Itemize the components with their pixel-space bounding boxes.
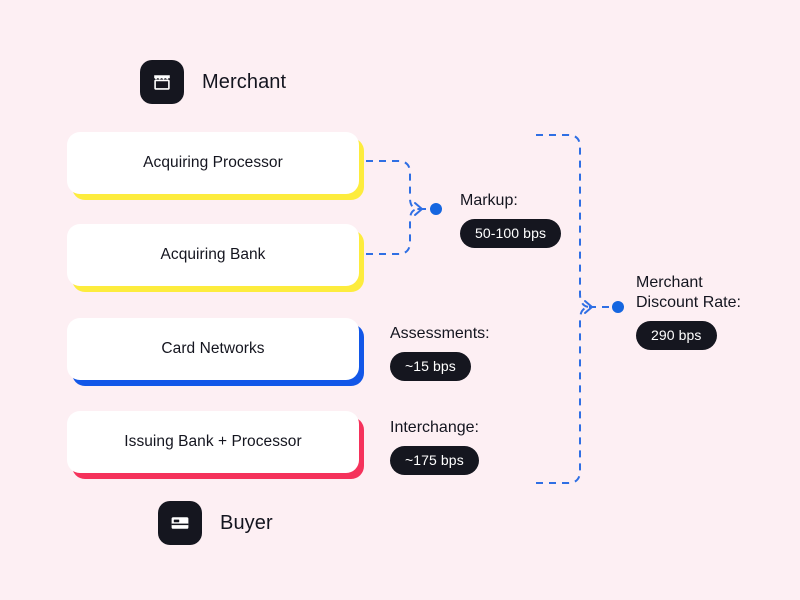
junction-arrow-markup (414, 202, 423, 216)
card-face: Acquiring Bank (67, 224, 359, 286)
card-face: Acquiring Processor (67, 132, 359, 194)
card-title: Acquiring Bank (160, 246, 266, 263)
actor-merchant-label: Merchant (202, 70, 287, 93)
fee-assessments-badge: ~15 bps (390, 352, 471, 381)
storefront-icon (140, 60, 184, 104)
actor-merchant: Merchant (140, 60, 286, 104)
fee-interchange-label: Interchange: (390, 419, 479, 436)
fee-interchange-badge: ~175 bps (390, 446, 479, 475)
card-title: Acquiring Processor (143, 154, 283, 171)
actor-buyer: Buyer (158, 501, 273, 545)
connector-outer-bottom (536, 306, 590, 484)
fee-assessments-label: Assessments: (390, 325, 490, 342)
card-acquiring-bank[interactable]: Acquiring Bank (67, 224, 364, 292)
fee-merchant-discount-rate: Merchant Discount Rate: 290 bps (636, 273, 741, 350)
card-title: Card Networks (161, 340, 265, 357)
connector-acquiring-bank (366, 208, 420, 255)
card-card-networks[interactable]: Card Networks (67, 318, 364, 386)
fee-markup-badge: 50-100 bps (460, 219, 562, 248)
card-face: Card Networks (67, 318, 359, 380)
card-issuing-bank-processor[interactable]: Issuing Bank + Processor (67, 411, 364, 479)
card-acquiring-processor[interactable]: Acquiring Processor (67, 132, 364, 200)
node-dot-mdr (612, 301, 624, 313)
fee-assessments: Assessments: ~15 bps (390, 324, 490, 381)
node-dot-markup (430, 203, 442, 215)
fee-interchange: Interchange: ~175 bps (390, 418, 479, 475)
junction-arrow-mdr (584, 300, 593, 314)
card-title: Issuing Bank + Processor (124, 433, 302, 450)
fee-merchant-discount-rate-label: Merchant Discount Rate: (636, 274, 741, 311)
card-face: Issuing Bank + Processor (67, 411, 359, 473)
actor-buyer-label: Buyer (220, 511, 273, 534)
credit-card-icon (158, 501, 202, 545)
fee-markup: Markup: 50-100 bps (460, 191, 562, 248)
fee-markup-label: Markup: (460, 192, 518, 209)
connector-acquiring-processor (366, 160, 420, 210)
fee-merchant-discount-rate-badge: 290 bps (636, 321, 717, 350)
